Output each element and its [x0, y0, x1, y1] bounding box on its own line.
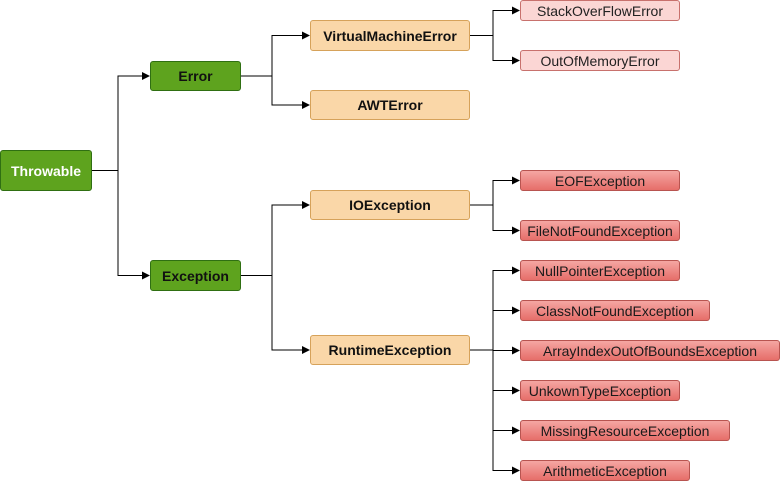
node-class-not-found-exception: ClassNotFoundException: [520, 300, 710, 321]
node-eof-exception-label: EOFException: [554, 172, 646, 189]
node-out-of-memory-error: OutOfMemoryError: [520, 50, 680, 71]
node-error: Error: [150, 61, 241, 91]
connector-runtime-exception-to-unkown-type-exception: [470, 349, 520, 395]
node-throwable-label: Throwable: [10, 162, 81, 179]
connector-error-to-virtual-machine-error: [241, 31, 310, 77]
node-null-pointer-exception: NullPointerException: [520, 260, 680, 281]
node-arithmetic-exception: ArithmeticException: [520, 460, 690, 481]
connector-io-exception-to-eof-exception: [470, 176, 520, 206]
node-array-index-out-of-bounds-exception-label: ArrayIndexOutOfBoundsException: [542, 342, 757, 359]
connector-virtual-machine-error-to-out-of-memory-error: [470, 35, 520, 65]
node-arithmetic-exception-label: ArithmeticException: [543, 462, 667, 479]
connector-exception-to-io-exception: [241, 201, 310, 276]
node-file-not-found-exception: FileNotFoundException: [520, 220, 680, 241]
connector-runtime-exception-to-arithmetic-exception: [470, 349, 520, 475]
connector-runtime-exception-to-class-not-found-exception: [470, 306, 520, 351]
connector-io-exception-to-file-not-found-exception: [470, 204, 520, 235]
connector-error-to-awt-error: [241, 75, 310, 109]
connector-exception-to-runtime-exception: [241, 275, 310, 354]
node-error-label: Error: [178, 68, 213, 84]
node-virtual-machine-error: VirtualMachineError: [310, 20, 470, 51]
node-io-exception: IOException: [310, 190, 470, 220]
node-awt-error: AWTError: [310, 90, 470, 120]
node-awt-error-label: AWTError: [357, 97, 423, 113]
node-class-not-found-exception-label: ClassNotFoundException: [536, 302, 694, 319]
node-missing-resource-exception: MissingResourceException: [520, 420, 730, 441]
node-virtual-machine-error-label: VirtualMachineError: [323, 27, 457, 44]
node-missing-resource-exception-label: MissingResourceException: [540, 422, 710, 439]
node-array-index-out-of-bounds-exception: ArrayIndexOutOfBoundsException: [520, 340, 780, 361]
node-unkown-type-exception: UnkownTypeException: [520, 380, 680, 401]
node-throwable: Throwable: [0, 150, 92, 191]
node-stack-overflow-error: StackOverFlowError: [520, 0, 680, 21]
node-unkown-type-exception-label: UnkownTypeException: [528, 382, 672, 399]
connector-virtual-machine-error-to-stack-overflow-error: [470, 6, 520, 36]
node-exception-label: Exception: [162, 267, 229, 284]
node-runtime-exception-label: RuntimeException: [328, 342, 452, 358]
node-file-not-found-exception-label: FileNotFoundException: [527, 222, 673, 239]
node-stack-overflow-error-label: StackOverFlowError: [536, 2, 664, 19]
node-exception: Exception: [150, 260, 241, 291]
connector-throwable-to-exception: [92, 170, 150, 280]
node-eof-exception: EOFException: [520, 170, 680, 191]
node-null-pointer-exception-label: NullPointerException: [535, 262, 665, 279]
connector-throwable-to-error: [92, 72, 150, 171]
node-runtime-exception: RuntimeException: [310, 335, 470, 365]
node-io-exception-label: IOException: [349, 197, 431, 213]
node-out-of-memory-error-label: OutOfMemoryError: [540, 52, 660, 69]
